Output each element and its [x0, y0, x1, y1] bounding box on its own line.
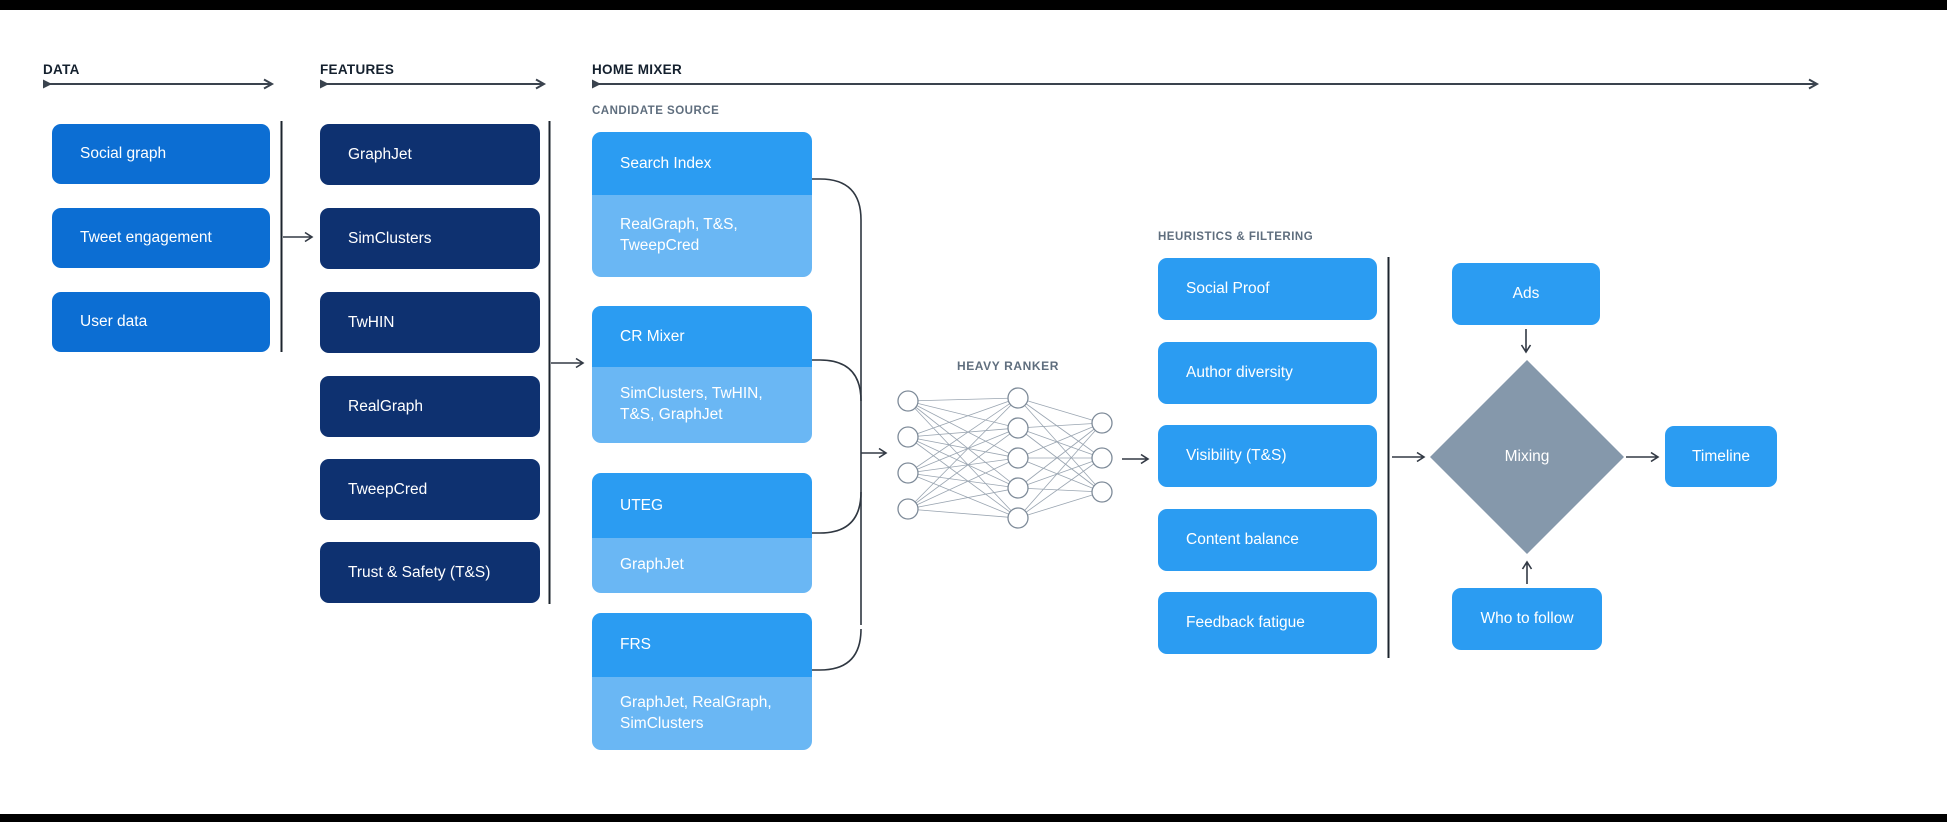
heuristic-box-label: Content balance — [1186, 531, 1299, 548]
connector-search-index — [812, 178, 862, 625]
connector-uteg — [812, 491, 862, 534]
features-section-axis — [320, 78, 547, 90]
heuristic-box-content-balance: Content balance — [1158, 509, 1377, 571]
candidate-card-title-text: Search Index — [620, 154, 712, 172]
heuristic-box-social-proof: Social Proof — [1158, 258, 1377, 320]
feature-box-label: RealGraph — [348, 397, 423, 415]
heavy-ranker-network-edges — [907, 397, 1103, 519]
candidate-card-title: CR Mixer — [592, 306, 812, 367]
candidate-card-uteg: UTEG GraphJet — [592, 473, 812, 593]
heavy-ranker-network-nodes — [897, 387, 1113, 529]
timeline-label: Timeline — [1692, 447, 1750, 465]
feature-box-simclusters: SimClusters — [320, 208, 540, 269]
candidate-card-title: FRS — [592, 613, 812, 677]
candidate-card-features: GraphJet — [592, 538, 812, 593]
heuristic-box-visibility: Visibility (T&S) — [1158, 425, 1377, 487]
data-section-label: DATA — [43, 62, 80, 77]
arrow-data-to-features — [283, 231, 314, 243]
candidate-card-features: RealGraph, T&S, TweepCred — [592, 195, 812, 277]
heuristic-box-label: Feedback fatigue — [1186, 614, 1305, 631]
candidate-card-frs: FRS GraphJet, RealGraph, SimClusters — [592, 613, 812, 750]
heuristic-box-label: Author diversity — [1186, 364, 1293, 381]
connector-frs — [812, 628, 862, 671]
candidate-card-features-text: GraphJet, RealGraph, SimClusters — [620, 693, 772, 732]
candidate-card-title-text: FRS — [620, 636, 651, 653]
heuristic-box-feedback-fatigue: Feedback fatigue — [1158, 592, 1377, 654]
candidate-card-title: UTEG — [592, 473, 812, 538]
arrow-whotofollow-to-mixing — [1521, 560, 1533, 584]
candidate-card-title-text: UTEG — [620, 496, 664, 514]
feature-box-twhin: TwHIN — [320, 292, 540, 353]
arrow-heuristics-to-mixing — [1392, 451, 1426, 463]
ads-box: Ads — [1452, 263, 1600, 325]
heuristics-filtering-label: HEURISTICS & FILTERING — [1158, 231, 1314, 243]
candidate-card-title: Search Index — [592, 132, 812, 195]
candidate-card-cr-mixer: CR Mixer SimClusters, TwHIN, T&S, GraphJ… — [592, 306, 812, 443]
data-box-user-data: User data — [52, 292, 270, 352]
heuristic-box-label: Social Proof — [1186, 280, 1270, 297]
data-box-label: Social graph — [80, 145, 167, 162]
data-box-social-graph: Social graph — [52, 124, 270, 184]
timeline-box: Timeline — [1665, 426, 1777, 487]
candidate-card-features-text: RealGraph, T&S, TweepCred — [620, 216, 738, 254]
candidate-card-search-index: Search Index RealGraph, T&S, TweepCred — [592, 132, 812, 277]
feature-box-trust-safety: Trust & Safety (T&S) — [320, 542, 540, 603]
feature-box-tweepcred: TweepCred — [320, 459, 540, 520]
heuristic-box-author-diversity: Author diversity — [1158, 342, 1377, 404]
home-mixer-section-axis — [592, 78, 1820, 90]
arrow-mixing-to-timeline — [1626, 451, 1660, 463]
data-box-label: User data — [80, 313, 148, 330]
feature-box-realgraph: RealGraph — [320, 376, 540, 437]
candidate-source-label: CANDIDATE SOURCE — [592, 105, 720, 117]
arrow-candidates-to-ranker — [861, 447, 888, 459]
arrow-features-to-candidates — [551, 357, 585, 369]
feature-box-label: GraphJet — [348, 145, 412, 163]
data-box-tweet-engagement: Tweet engagement — [52, 208, 270, 268]
heavy-ranker-label: HEAVY RANKER — [956, 359, 1060, 373]
feature-box-label: SimClusters — [348, 229, 432, 247]
connector-cr-mixer — [812, 359, 862, 402]
bottom-black-bar — [0, 814, 1947, 822]
mixing-label: Mixing — [1430, 360, 1624, 554]
data-box-label: Tweet engagement — [80, 229, 212, 246]
top-black-bar — [0, 0, 1947, 10]
data-section-axis — [43, 78, 275, 90]
who-to-follow-box: Who to follow — [1452, 588, 1602, 650]
candidate-card-features: GraphJet, RealGraph, SimClusters — [592, 677, 812, 750]
feature-box-label: Trust & Safety (T&S) — [348, 563, 491, 581]
features-section-label: FEATURES — [320, 62, 395, 77]
home-mixer-section-label: HOME MIXER — [592, 62, 683, 77]
feature-box-label: TweepCred — [348, 480, 428, 498]
mixing-diamond — [1430, 360, 1624, 554]
heuristic-box-label: Visibility (T&S) — [1186, 447, 1287, 464]
arrow-ranker-to-heuristics — [1122, 453, 1150, 465]
feature-box-label: TwHIN — [348, 313, 395, 331]
who-to-follow-label: Who to follow — [1480, 610, 1574, 627]
arrow-ads-to-mixing — [1520, 329, 1532, 354]
candidate-card-features-text: SimClusters, TwHIN, T&S, GraphJet — [620, 385, 763, 423]
mixing-label-text: Mixing — [1504, 448, 1550, 465]
ads-box-label: Ads — [1512, 285, 1540, 302]
candidate-card-features: SimClusters, TwHIN, T&S, GraphJet — [592, 367, 812, 443]
feature-box-graphjet: GraphJet — [320, 124, 540, 185]
candidate-card-features-text: GraphJet — [620, 556, 684, 574]
candidate-card-title-text: CR Mixer — [620, 327, 685, 345]
